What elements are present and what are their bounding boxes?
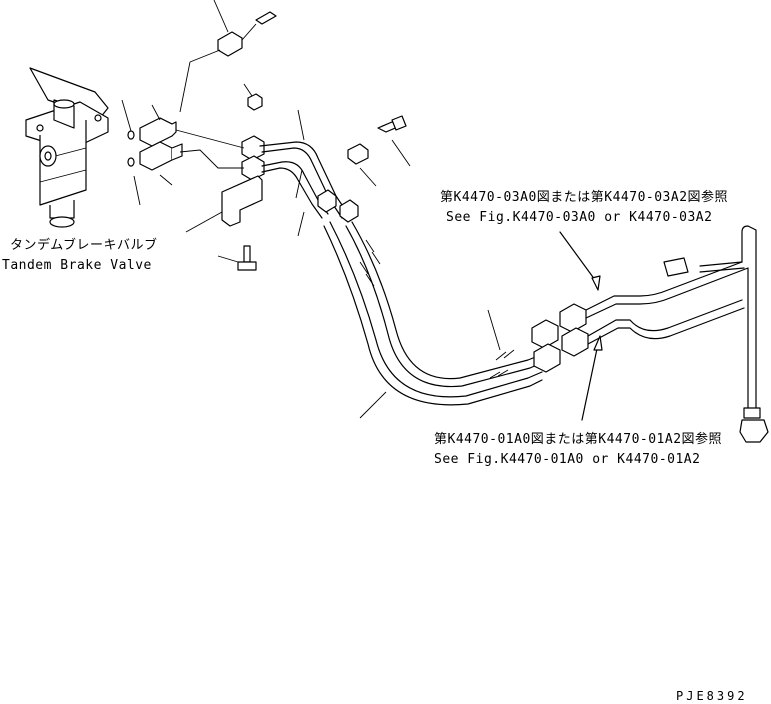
elbow-fitting-upper [241,135,265,161]
brake-pipes-upper [259,109,349,237]
adapter-upper [139,117,177,147]
reference-upper-jp: 第K4470-03A0図または第K4470-03A2図参照 [440,190,729,205]
right-pipe-fittings [663,257,769,443]
reference-lower-jp: 第K4470-01A0図または第K4470-01A2図参照 [434,432,723,447]
bolt-upper-right [377,115,411,167]
drawing-code: PJE8392 [676,689,748,703]
tandem-brake-valve-label-jp: タンデムブレーキバルブ [10,238,158,253]
plug-fitting [243,83,263,111]
tandem-brake-valve [25,67,109,228]
reference-leaders [559,231,603,421]
elbow-fitting-lower [241,155,265,181]
reference-upper-en: See Fig.K4470-03A0 or K4470-03A2 [446,210,713,225]
reference-lower-en: See Fig.K4470-01A0 or K4470-01A2 [434,452,701,467]
hose-end-fittings [531,303,589,373]
bleeder-fitting [179,0,277,113]
bolt-lower [217,245,257,271]
bracket [185,175,263,233]
pipe-connectors [317,189,359,223]
right-pipes [585,225,757,411]
tandem-brake-valve-label-en: Tandem Brake Valve [2,258,152,273]
clip [347,143,377,187]
brake-hoses [323,221,549,419]
o-ring-lower [127,157,135,167]
o-ring-upper [127,130,135,140]
adapter-lower [139,141,183,171]
